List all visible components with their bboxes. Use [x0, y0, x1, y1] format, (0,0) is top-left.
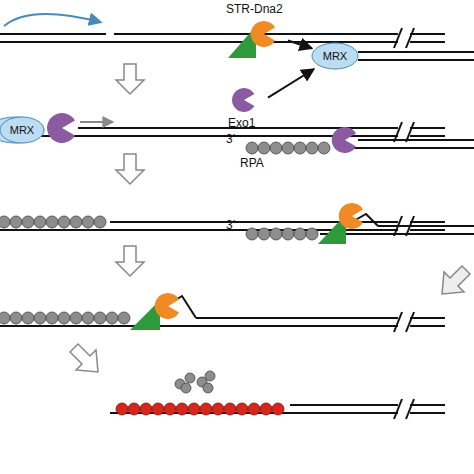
protein-name: MRX [0, 117, 44, 143]
protein-name: STR-Dna2 [226, 2, 283, 16]
strand-label: 3′ [226, 132, 235, 146]
protein-node: STR-Dna2 [224, 0, 288, 60]
recruitment-arrow [288, 41, 312, 49]
recruitment-arrow [268, 69, 314, 98]
protein-name: Exo1 [228, 116, 255, 130]
strand-label: RPA [240, 156, 264, 170]
protein-node: Exo1 [228, 88, 268, 132]
protein-ellipse: MRX [0, 117, 44, 143]
protein-ellipse: MRX [312, 43, 358, 69]
strand-label: 3′ [226, 218, 235, 232]
protein-name: MRX [312, 43, 358, 69]
